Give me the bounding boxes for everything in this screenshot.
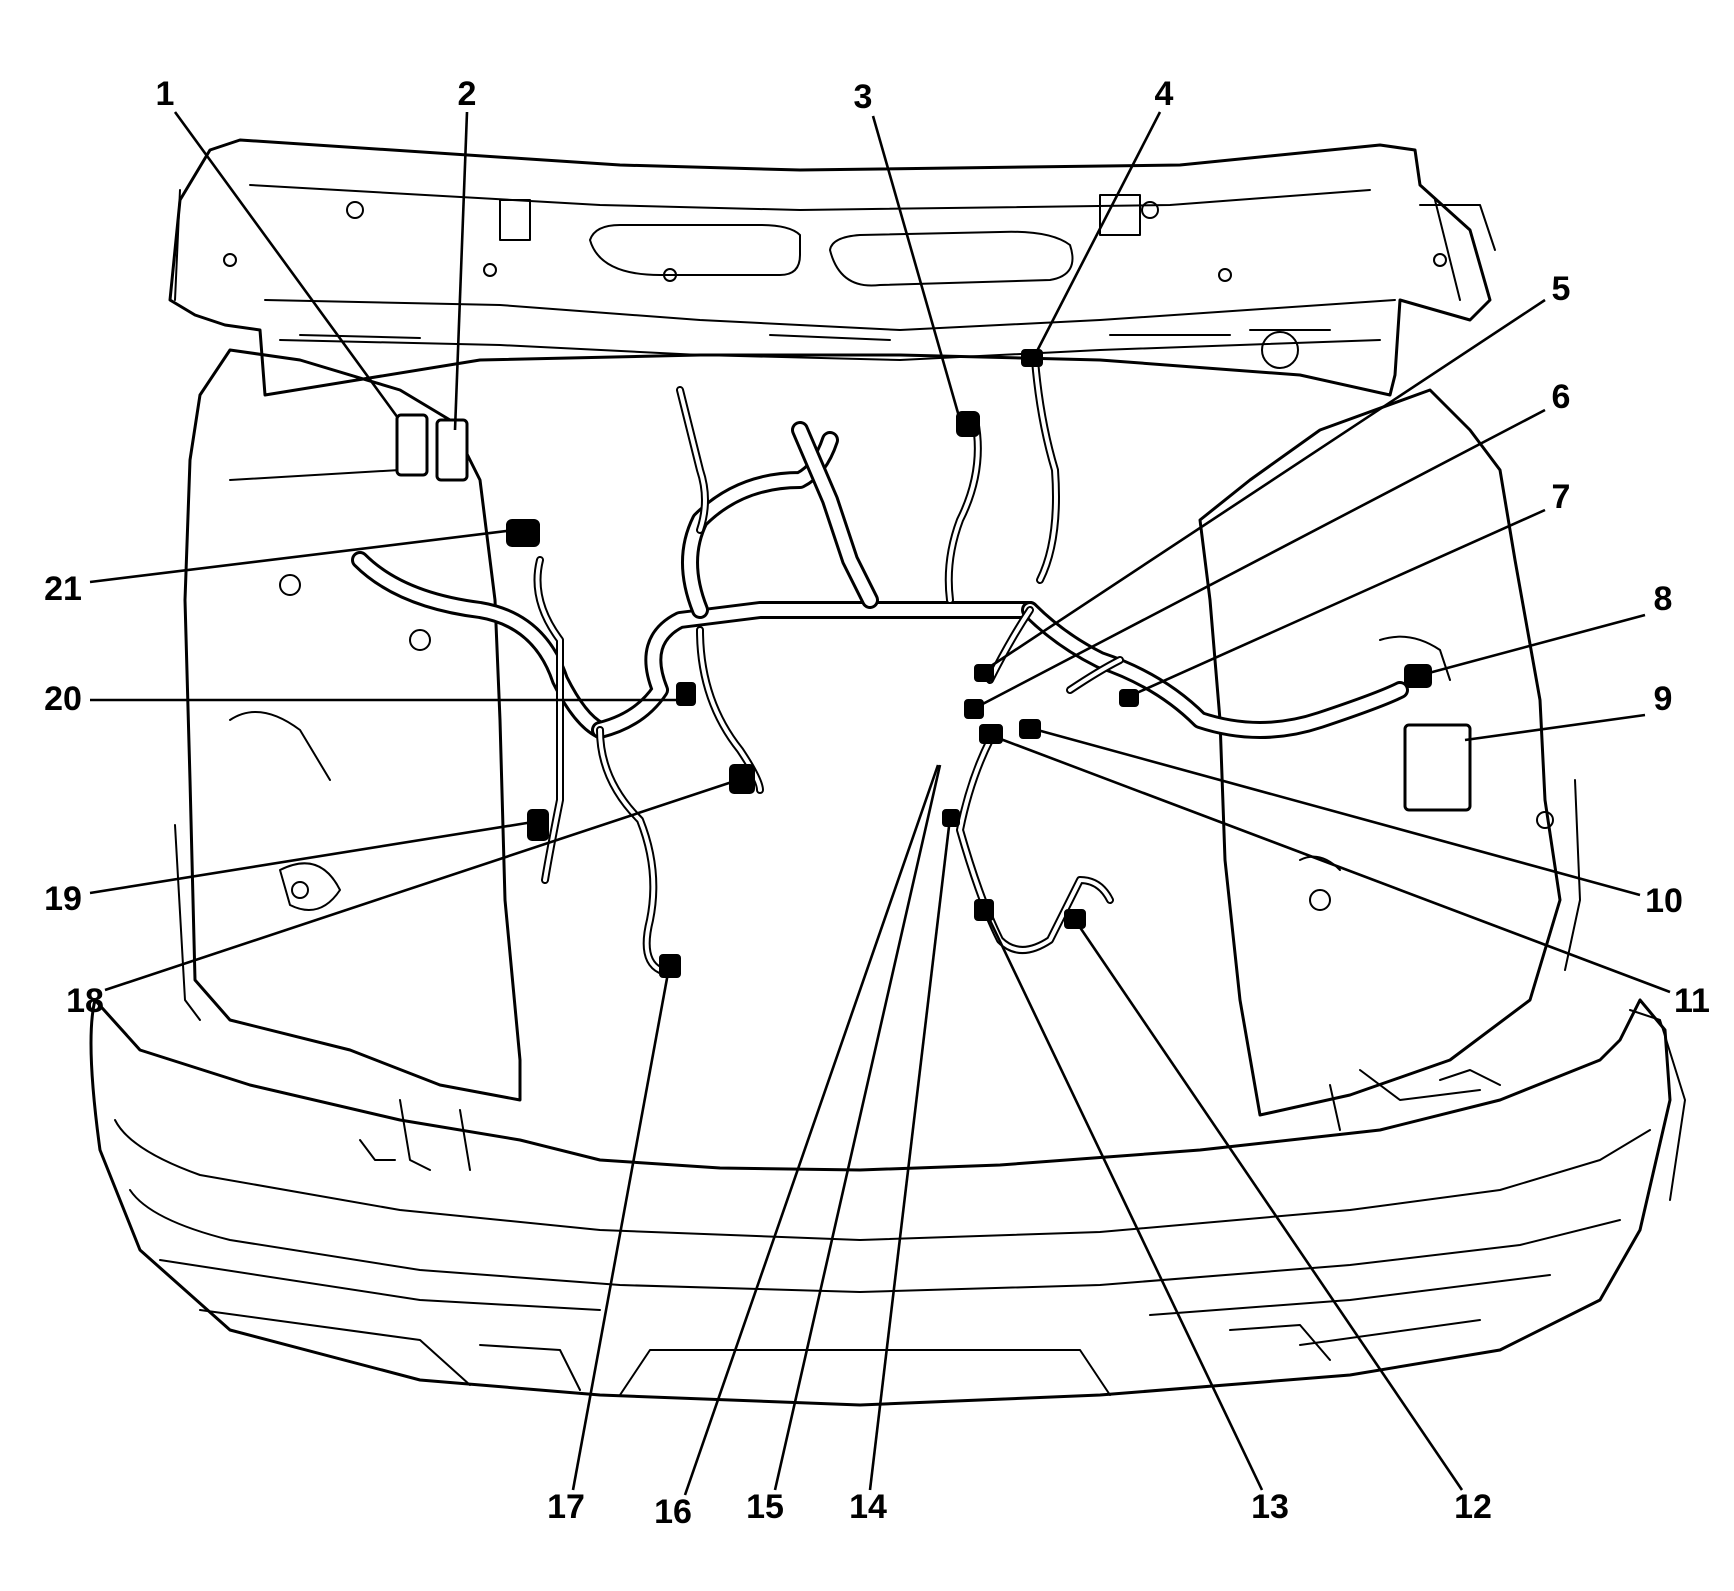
- component-8: [1404, 664, 1432, 688]
- leader-line-10: [1029, 726, 1641, 897]
- leader-line-3: [871, 115, 962, 421]
- wiring-harness: [351, 356, 1409, 974]
- callout-label-11: 11: [1674, 982, 1710, 1020]
- component-21: [506, 519, 540, 547]
- leader-line-4: [1033, 111, 1162, 356]
- front-bumper-fascia: [89, 998, 1686, 1407]
- callout-label-7: 7: [1552, 478, 1571, 516]
- leader-line-16: [683, 764, 940, 1496]
- leader-line-8: [1424, 613, 1646, 676]
- callout-label-21: 21: [44, 570, 82, 608]
- callout-label-8: 8: [1654, 580, 1673, 618]
- right-fender-apron: [1198, 388, 1581, 1131]
- leader-line-11: [989, 733, 1671, 994]
- radiator-support: [168, 138, 1496, 397]
- component-18: [729, 764, 755, 794]
- leader-line-6: [974, 408, 1546, 710]
- leader-line-19: [89, 820, 534, 895]
- callout-label-13: 13: [1251, 1488, 1289, 1526]
- callout-label-4: 4: [1155, 75, 1174, 113]
- callout-label-12: 12: [1454, 1488, 1492, 1526]
- leader-line-7: [1129, 508, 1546, 698]
- callout-label-9: 9: [1654, 680, 1673, 718]
- leader-line-5: [984, 298, 1546, 672]
- components: [395, 349, 1472, 978]
- callout-label-1: 1: [156, 75, 175, 113]
- callout-label-14: 14: [849, 1488, 887, 1526]
- component-13: [974, 899, 994, 921]
- callout-label-16: 16: [654, 1493, 692, 1531]
- callout-label-5: 5: [1552, 270, 1571, 308]
- callout-label-19: 19: [44, 880, 82, 918]
- callout-label-18: 18: [66, 982, 104, 1020]
- callout-label-15: 15: [746, 1488, 784, 1526]
- leader-line-17: [571, 961, 672, 1491]
- callout-label-2: 2: [458, 75, 477, 113]
- component-14: [942, 809, 960, 827]
- leader-line-1: [173, 111, 400, 419]
- component-12: [1064, 909, 1086, 929]
- component-6: [964, 699, 984, 719]
- leader-line-15: [773, 764, 942, 1491]
- component-2: [435, 418, 469, 482]
- callout-label-17: 17: [547, 1488, 585, 1526]
- leader-line-21: [89, 528, 516, 584]
- leader-line-14: [868, 817, 952, 1491]
- callout-label-20: 20: [44, 680, 82, 718]
- component-3: [956, 411, 980, 437]
- component-1: [395, 413, 429, 477]
- component-19: [527, 809, 549, 841]
- callout-label-6: 6: [1552, 378, 1571, 416]
- callout-label-10: 10: [1645, 882, 1683, 920]
- component-9: [1403, 723, 1472, 812]
- component-4: [1021, 349, 1043, 367]
- leader-line-13: [983, 909, 1264, 1491]
- leader-line-2: [453, 111, 469, 431]
- leader-line-12: [1073, 919, 1464, 1491]
- leader-line-9: [1464, 713, 1646, 742]
- callout-label-3: 3: [854, 78, 873, 116]
- component-20: [676, 682, 696, 706]
- leader-line-18: [104, 778, 739, 992]
